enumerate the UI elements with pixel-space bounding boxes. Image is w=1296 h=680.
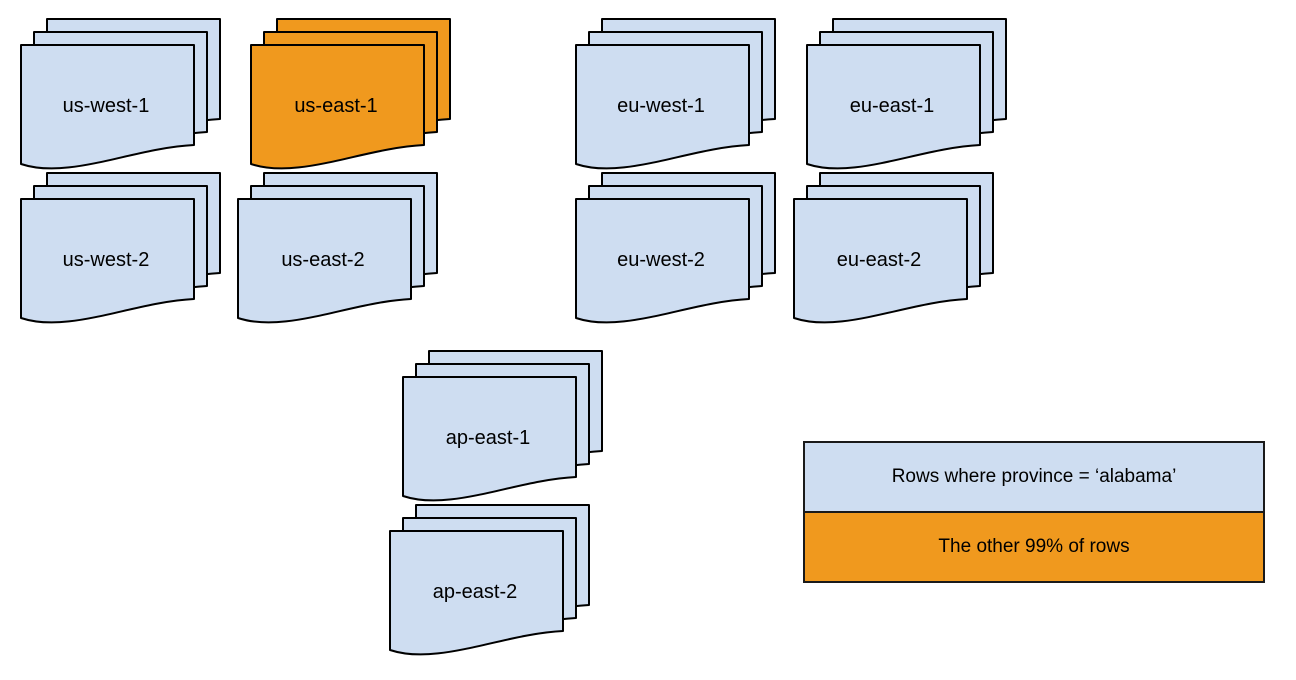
document-stack-icon: [20, 172, 221, 324]
region-label: ap-east-1: [445, 427, 531, 449]
region-label: eu-west-1: [617, 95, 705, 117]
region-stack-eu-east-1: eu-east-1: [805, 17, 1011, 177]
region-stack-ap-east-1: ap-east-1: [401, 349, 607, 509]
document-stack-icon: [806, 18, 1007, 170]
document-stack-icon: [20, 18, 221, 170]
legend-item-label: Rows where province = ‘alabama’: [891, 466, 1177, 487]
region-stack-eu-east-2: eu-east-2: [792, 171, 998, 331]
legend-item-alabama-rows: Rows where province = ‘alabama’: [805, 443, 1263, 511]
legend: Rows where province = ‘alabama’ The othe…: [803, 441, 1265, 583]
region-stack-ap-east-2: ap-east-2: [388, 503, 594, 663]
region-label: ap-east-2: [432, 581, 518, 603]
region-stack-us-west-2: us-west-2: [19, 171, 225, 331]
region-stack-us-west-1: us-west-1: [19, 17, 225, 177]
region-stack-eu-west-1: eu-west-1: [574, 17, 780, 177]
region-label: eu-east-2: [836, 249, 922, 271]
region-label: eu-east-1: [849, 95, 935, 117]
region-stack-us-east-2: us-east-2: [236, 171, 442, 331]
region-label: us-east-1: [294, 95, 378, 117]
legend-item-label: The other 99% of rows: [938, 536, 1130, 557]
document-stack-icon: [793, 172, 994, 324]
region-stack-us-east-1: us-east-1: [249, 17, 455, 177]
region-label: us-west-2: [62, 249, 150, 271]
document-stack-icon: [575, 18, 776, 170]
region-label: us-east-2: [281, 249, 365, 271]
document-stack-icon: [250, 18, 451, 170]
region-stack-eu-west-2: eu-west-2: [574, 171, 780, 331]
document-stack-icon: [402, 350, 603, 502]
legend-item-other-rows: The other 99% of rows: [805, 511, 1263, 581]
region-label: eu-west-2: [617, 249, 705, 271]
document-stack-icon: [237, 172, 438, 324]
document-stack-icon: [389, 504, 590, 656]
document-stack-icon: [575, 172, 776, 324]
region-label: us-west-1: [62, 95, 150, 117]
